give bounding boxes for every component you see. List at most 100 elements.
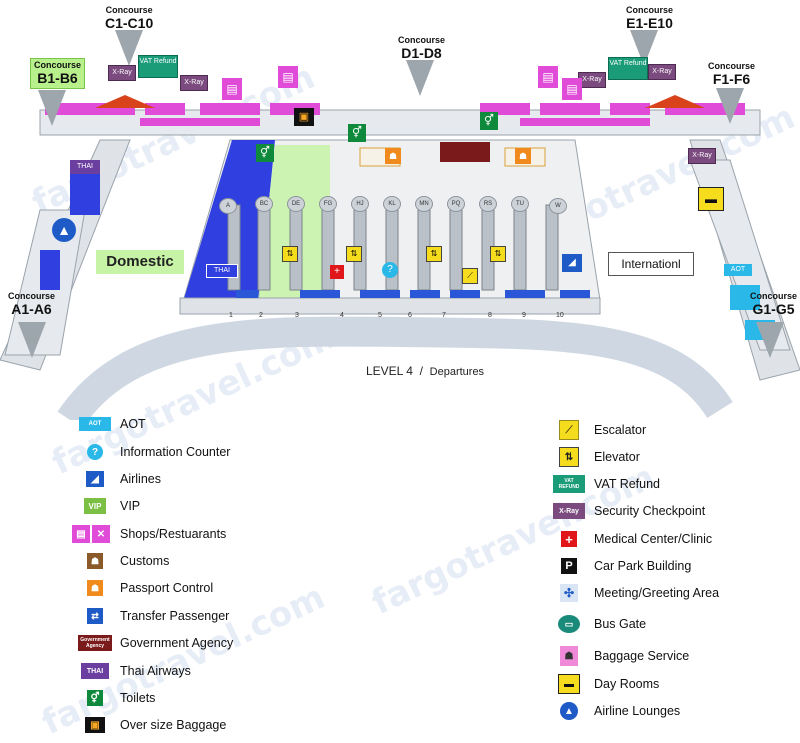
counter-label: RS (479, 196, 497, 212)
legend-label: Toilets (120, 691, 156, 705)
legend-label: Passport Control (120, 581, 214, 595)
medical-icon: + (561, 531, 577, 547)
legend-label: Government Agency (120, 636, 234, 650)
meeting-icon: ✣ (560, 584, 578, 602)
legend-label: Airline Lounges (594, 704, 681, 718)
legend-label: Escalator (594, 423, 647, 437)
counter-label: HJ (351, 196, 369, 212)
shops-block (540, 103, 600, 115)
legend-item-security: X-Ray Security Checkpoint (552, 501, 705, 521)
escalator-icon: ⟋ (462, 268, 478, 284)
thai-airways-icon: THAI (81, 663, 109, 679)
curb (179, 297, 601, 315)
temple-roof-icon (645, 95, 705, 108)
passport-control-icon: ☗ (385, 148, 401, 164)
passport-control-icon: ☗ (515, 148, 531, 164)
legend-item-toilets: ⚥ Toilets (78, 688, 155, 708)
legend-label: Thai Airways (120, 664, 191, 678)
counter-label: KL (383, 196, 401, 212)
counter-label: A (219, 198, 237, 214)
access-road (57, 316, 733, 420)
concourse-b-funnel (38, 90, 66, 126)
shops-icon: ▤ (222, 78, 242, 100)
shops-icon: ▤ (278, 66, 298, 88)
legend-item-lounge: ▲ Airline Lounges (552, 701, 680, 721)
escalator-icon: ⟋ (559, 420, 579, 440)
legend-label: Transfer Passenger (120, 609, 230, 623)
legend-item-customs: ☗ Customs (78, 551, 169, 571)
counter-label: PQ (447, 196, 465, 212)
door-number: 10 (556, 312, 564, 319)
aot-map-tag: AOT (724, 264, 752, 276)
terminal-map (0, 95, 800, 420)
legend-label: Medical Center/Clinic (594, 532, 713, 546)
customs-icon: ☗ (87, 553, 103, 569)
shops-icon: ▤ (538, 66, 558, 88)
concourse-a-funnel (18, 322, 46, 358)
counter-label: MN (415, 196, 433, 212)
legend-label: AOT (120, 417, 146, 431)
legend-label: Baggage Service (594, 649, 690, 663)
legend-item-escalator: ⟋ Escalator (552, 420, 646, 440)
airlines-icon: ◢ (86, 471, 104, 487)
legend-item-shops: ▤✕ Shops/Restuarants (70, 524, 226, 544)
legend-label: Customs (120, 554, 170, 568)
toilet-icon: ⚥ (256, 144, 274, 162)
shops-block (610, 103, 650, 115)
restaurant-icon: ✕ (92, 525, 110, 543)
door-number: 9 (522, 312, 526, 319)
legend-label: Bus Gate (594, 617, 647, 631)
thai-map-tag: THAI (70, 160, 100, 174)
counter-label: TU (511, 196, 529, 212)
vat-refund-map-tag: VAT Refund (138, 55, 178, 78)
vat-refund-map-tag: VAT Refund (608, 57, 648, 80)
elevator-icon: ⇅ (346, 246, 362, 262)
bus-icon: ▭ (558, 615, 580, 633)
xray-map-tag: X-Ray (648, 64, 676, 80)
info-counter-icon: ? (382, 262, 398, 278)
xray-map-tag: X-Ray (108, 65, 136, 81)
domestic-label: Domestic (96, 250, 184, 274)
legend-item-elevator: ⇅ Elevator (552, 447, 640, 467)
level-label: LEVEL 4 / Departures (366, 364, 485, 378)
legend-item-airlines: ◢ Airlines (78, 469, 161, 489)
legend-label: Elevator (594, 450, 640, 464)
legend-label: Day Rooms (594, 677, 660, 691)
concourse-d-funnel (406, 60, 434, 96)
door-number: 3 (295, 312, 299, 319)
baggage-service-icon: ☗ (560, 646, 578, 666)
legend-item-parking: P Car Park Building (552, 556, 691, 576)
door-number: 7 (442, 312, 446, 319)
legend-item-bus: ▭ Bus Gate (552, 614, 646, 634)
door-number: 6 (408, 312, 412, 319)
counter-label: BC (255, 196, 273, 212)
legend-item-baggage-service: ☗ Baggage Service (552, 646, 689, 666)
xray-map-tag: X-Ray (688, 148, 716, 164)
elevator-icon: ⇅ (559, 447, 579, 467)
shops-block (200, 103, 260, 115)
temple-roof-icon (95, 95, 155, 108)
elevator-icon: ⇅ (426, 246, 442, 262)
legend-item-vip: VIP VIP (78, 496, 140, 516)
xray-map-tag: X-Ray (578, 72, 606, 88)
day-room-icon: ▬ (698, 187, 724, 211)
xray-map-tag: X-Ray (180, 75, 208, 91)
counter-label: DE (287, 196, 305, 212)
door-number: 5 (378, 312, 382, 319)
toilet-icon: ⚥ (480, 112, 498, 130)
xray-icon: X-Ray (553, 503, 585, 519)
passport-control-icon: ☗ (87, 580, 103, 596)
legend-label: Security Checkpoint (594, 504, 706, 518)
counter-label: FG (319, 196, 337, 212)
legend-item-meeting: ✣ Meeting/Greeting Area (552, 583, 719, 603)
legend-label: VIP (120, 499, 141, 513)
